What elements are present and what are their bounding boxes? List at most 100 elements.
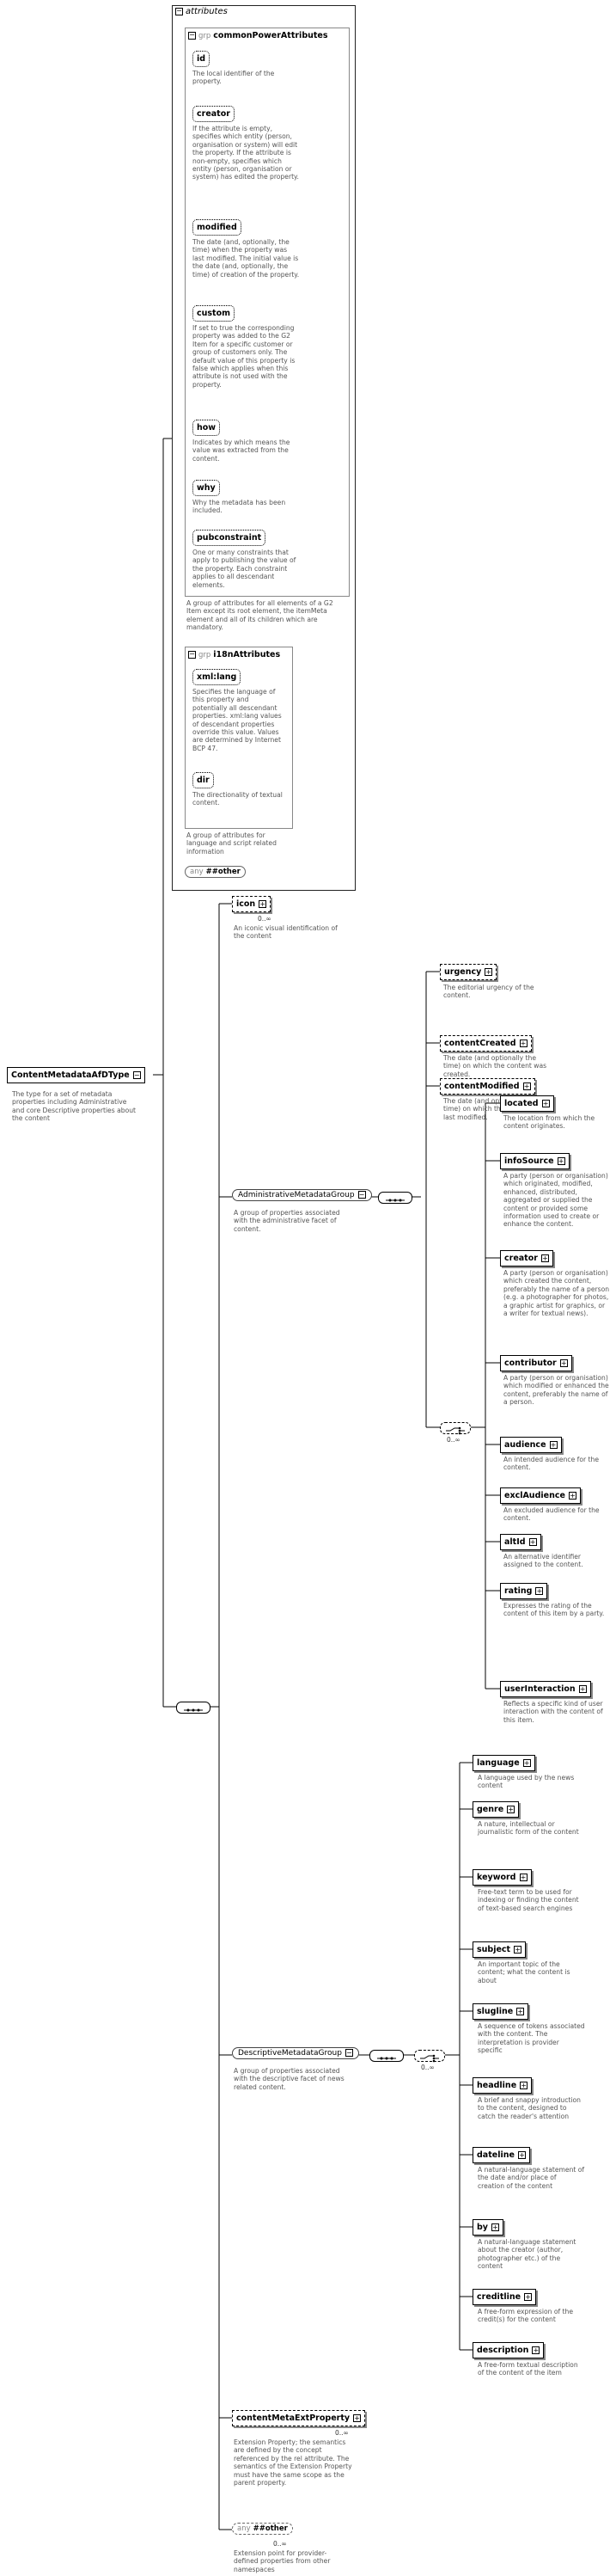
expand-icon[interactable]: +: [541, 1100, 550, 1107]
collapse-icon[interactable]: −: [175, 6, 183, 15]
element-content-meta-ext-property[interactable]: contentMetaExtProperty+: [232, 2410, 366, 2426]
occurrence-label: 0..∞: [335, 2429, 349, 2437]
element-dateline[interactable]: dateline+: [473, 2147, 530, 2163]
element-by[interactable]: by+: [473, 2219, 503, 2236]
attr-dir[interactable]: dir: [192, 772, 214, 788]
element-desc: A brief and snappy introduction to the c…: [478, 2096, 581, 2120]
attr-custom[interactable]: custom: [192, 305, 235, 322]
element-desc: A free-form textual description of the c…: [478, 2361, 578, 2377]
expand-icon[interactable]: +: [532, 2346, 540, 2354]
element-desc: An important topic of the content; what …: [478, 1960, 570, 1984]
expand-icon[interactable]: +: [524, 2293, 533, 2301]
element-subject[interactable]: subject+: [473, 1941, 527, 1958]
element-audience[interactable]: audience+: [500, 1437, 562, 1453]
attr-desc: If set to true the corresponding propert…: [192, 324, 296, 389]
element-icon[interactable]: icon+: [232, 896, 271, 912]
element-headline[interactable]: headline+: [473, 2077, 533, 2094]
element-content-created[interactable]: contentCreated+: [440, 1035, 532, 1052]
expand-icon[interactable]: +: [507, 1806, 515, 1813]
attr-desc: If the attribute is empty, specifies whi…: [192, 125, 299, 181]
element-user-interaction[interactable]: userInteraction+: [500, 1681, 591, 1697]
element-desc: The editorial urgency of the content.: [443, 984, 534, 1000]
element-slugline[interactable]: slugline+: [473, 2003, 529, 2020]
occurrence-label: 0..∞: [273, 2540, 287, 2548]
element-info-source[interactable]: infoSource+: [500, 1153, 570, 1169]
element-content-modified[interactable]: contentModified+: [440, 1078, 535, 1095]
expand-icon[interactable]: +: [540, 1254, 549, 1262]
expand-icon[interactable]: −: [345, 2049, 353, 2057]
element-creator[interactable]: creator+: [500, 1250, 553, 1267]
element-rating[interactable]: rating+: [500, 1583, 548, 1599]
element-desc: Free-text term to be used for indexing o…: [478, 1888, 579, 1912]
collapse-icon[interactable]: −: [132, 1071, 141, 1079]
element-excl-audience[interactable]: exclAudience+: [500, 1487, 581, 1504]
group-desc: A group of properties associated with th…: [234, 1209, 340, 1233]
element-urgency[interactable]: urgency+: [440, 964, 497, 980]
element-genre[interactable]: genre+: [473, 1801, 520, 1818]
element-contributor[interactable]: contributor+: [500, 1355, 572, 1371]
expand-icon[interactable]: +: [517, 2151, 526, 2159]
attr-desc: The local identifier of the property.: [192, 70, 275, 86]
element-desc: A language used by the news content: [478, 1774, 575, 1790]
expand-icon[interactable]: +: [568, 1492, 576, 1500]
expand-icon[interactable]: +: [549, 1441, 558, 1449]
attr-xml-lang[interactable]: xml:lang: [192, 669, 241, 685]
expand-icon[interactable]: +: [519, 1874, 528, 1881]
element-keyword[interactable]: keyword+: [473, 1869, 532, 1886]
attr-creator[interactable]: creator: [192, 106, 235, 122]
expand-icon[interactable]: +: [353, 2414, 362, 2422]
expand-icon[interactable]: +: [514, 1946, 522, 1953]
attr-id[interactable]: id: [192, 51, 210, 67]
any-other-attribute[interactable]: any##other: [185, 866, 246, 878]
i18n-group-footer: A group of attributes for language and s…: [186, 831, 277, 856]
common-group-footer: A group of attributes for all elements o…: [186, 599, 333, 632]
element-language[interactable]: language+: [473, 1755, 535, 1771]
attr-pubconstraint[interactable]: pubconstraint: [192, 530, 266, 546]
occurrence-label: 0..∞: [447, 1436, 460, 1444]
administrative-metadata-group[interactable]: AdministrativeMetadataGroup−: [232, 1189, 372, 1201]
sequence-compositor[interactable]: [176, 1702, 210, 1714]
collapse-icon[interactable]: −: [188, 31, 196, 40]
element-desc: A sequence of tokens associated with the…: [478, 2022, 585, 2055]
sequence-compositor[interactable]: [369, 2050, 404, 2062]
choice-compositor[interactable]: [414, 2050, 445, 2063]
expand-icon[interactable]: +: [522, 1759, 531, 1767]
element-desc: An alternative identifier assigned to th…: [503, 1553, 583, 1569]
sequence-compositor[interactable]: [378, 1192, 412, 1204]
expand-icon[interactable]: +: [557, 1157, 565, 1165]
element-creditline[interactable]: creditline+: [473, 2289, 537, 2305]
collapse-icon[interactable]: −: [188, 650, 196, 659]
group-desc: A group of properties associated with th…: [234, 2067, 345, 2091]
element-located[interactable]: located+: [500, 1095, 554, 1112]
root-type-box[interactable]: ContentMetadataAfDType−: [7, 1067, 145, 1083]
expand-icon[interactable]: +: [535, 1587, 544, 1595]
expand-icon[interactable]: +: [522, 1083, 531, 1090]
element-description[interactable]: description+: [473, 2342, 545, 2358]
attr-why[interactable]: why: [192, 480, 220, 496]
choice-compositor[interactable]: [440, 1422, 471, 1435]
expand-icon[interactable]: +: [491, 2223, 499, 2231]
element-desc: Extension point for provider-defined pro…: [234, 2549, 331, 2573]
expand-icon[interactable]: +: [528, 1538, 537, 1546]
expand-icon[interactable]: +: [259, 900, 267, 908]
group-name: commonPowerAttributes: [213, 31, 328, 40]
element-alt-id[interactable]: altId+: [500, 1534, 541, 1550]
attr-modified[interactable]: modified: [192, 219, 241, 236]
attr-how[interactable]: how: [192, 420, 221, 436]
expand-icon[interactable]: −: [357, 1191, 366, 1199]
descriptive-metadata-group[interactable]: DescriptiveMetadataGroup−: [232, 2047, 359, 2059]
attr-desc: Specifies the language of this property …: [192, 688, 282, 752]
expand-icon[interactable]: +: [520, 2082, 528, 2089]
expand-icon[interactable]: +: [519, 1040, 528, 1047]
expand-icon[interactable]: +: [578, 1685, 587, 1693]
expand-icon[interactable]: +: [559, 1359, 568, 1367]
expand-icon[interactable]: +: [485, 968, 493, 976]
expand-icon[interactable]: +: [516, 2008, 525, 2015]
any-other-element[interactable]: any##other: [232, 2523, 293, 2535]
root-type-desc: The type for a set of metadata propertie…: [12, 1090, 137, 1123]
